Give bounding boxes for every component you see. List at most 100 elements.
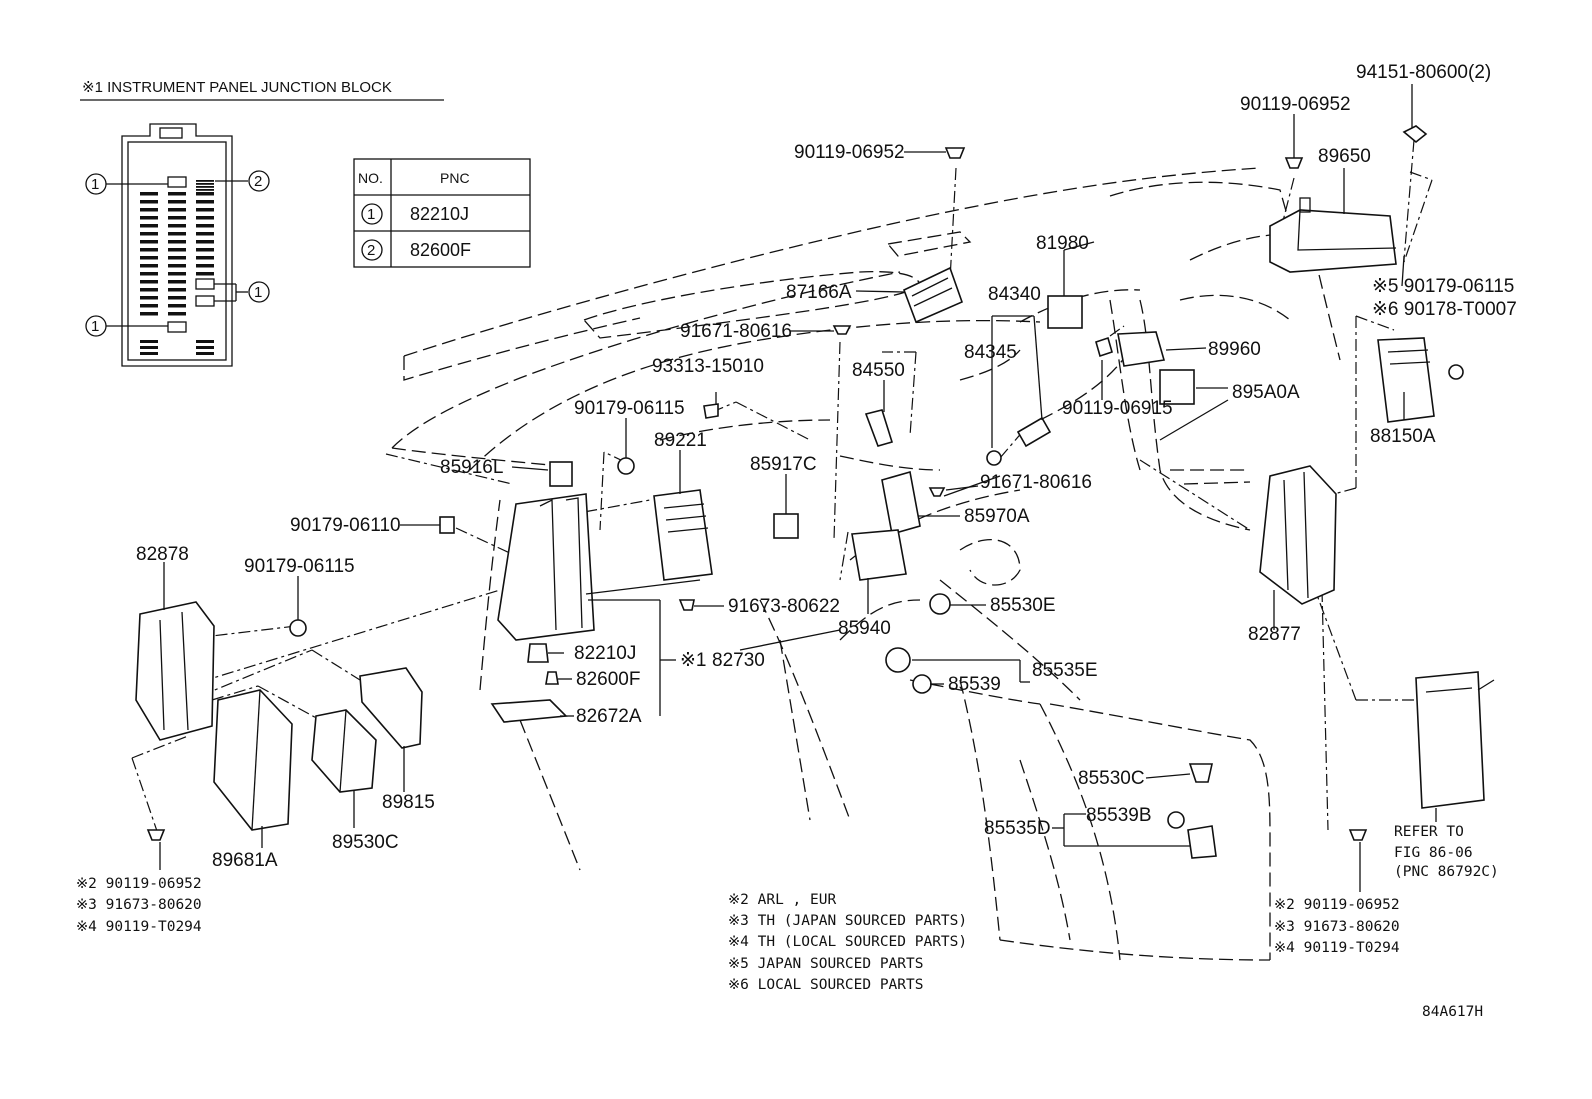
label-93313-15010: 93313-15010	[652, 356, 764, 377]
fuse-slot	[196, 208, 214, 212]
fuse-slot	[168, 264, 186, 268]
fuse-slot	[196, 183, 214, 185]
left-note-4: ※4 90119-T0294	[76, 919, 202, 935]
label-91673-80622: 91673-80622	[728, 596, 840, 617]
part-89815	[359, 667, 423, 749]
label-81980: 81980	[1036, 233, 1089, 254]
label-85535D: 85535D	[984, 818, 1051, 839]
label-89681A: 89681A	[212, 850, 278, 871]
center-note-3: ※3 TH (JAPAN SOURCED PARTS)	[728, 913, 967, 929]
left-note-2: ※2 90119-06952	[76, 876, 202, 892]
label-85539: 85539	[948, 674, 1001, 695]
fuse-slot	[140, 224, 158, 228]
leader-lines	[159, 84, 1437, 892]
fuse-slot	[140, 208, 158, 212]
table-row-1-no: 1	[367, 206, 375, 223]
callout-1-bottom: 1	[91, 318, 99, 335]
refer-line-1: REFER TO	[1394, 824, 1464, 840]
fuse-slot	[140, 216, 158, 220]
table-header-pnc: PNC	[440, 170, 470, 186]
label-ref-note1: ※1	[680, 650, 707, 671]
figure-code: 84A617H	[1422, 1004, 1483, 1020]
label-82600F: 82600F	[576, 669, 640, 690]
part-86792C-module	[1415, 671, 1485, 809]
refer-note: REFER TO FIG 86-06 (PNC 86792C)	[1394, 824, 1499, 880]
fuse-slot	[196, 272, 214, 276]
fuse-slot	[168, 216, 186, 220]
fuse-slot	[140, 288, 158, 292]
fuse-slot	[196, 232, 214, 236]
table-header-no: NO.	[358, 170, 383, 186]
table-row-1-pnc: 82210J	[410, 204, 469, 224]
label-84345: 84345	[964, 342, 1017, 363]
label-85916L: 85916L	[440, 457, 503, 478]
fuse-slot	[140, 352, 158, 355]
label-82877: 82877	[1248, 624, 1301, 645]
center-note-4: ※4 TH (LOCAL SOURCED PARTS)	[728, 934, 967, 950]
label-85970A: 85970A	[964, 506, 1030, 527]
fuse-slot	[140, 248, 158, 252]
center-note-5: ※5 JAPAN SOURCED PARTS	[728, 956, 923, 972]
fuse-slot	[196, 216, 214, 220]
fuse-slot	[196, 346, 214, 349]
fuse-slot	[196, 340, 214, 343]
fuse-slot	[168, 312, 186, 316]
fuse-slot	[168, 304, 186, 308]
fuse-slot	[168, 192, 186, 196]
label-90178-T0007: ※6 90178-T0007	[1372, 299, 1517, 320]
label-85940: 85940	[838, 618, 891, 639]
fuse-slot	[168, 208, 186, 212]
left-notes: ※2 90119-06952 ※3 91673-80620 ※4 90119-T…	[76, 876, 202, 935]
part-88150A	[1377, 337, 1435, 423]
fuse-slot	[140, 312, 158, 316]
left-note-3: ※3 91673-80620	[76, 897, 202, 913]
part-895A0A	[1159, 369, 1195, 405]
label-84550: 84550	[852, 360, 905, 381]
part-84550	[864, 409, 894, 447]
part-number-labels: 94151-80600(2) 90119-06952 90119-06952 8…	[136, 62, 1517, 871]
label-82210J: 82210J	[574, 643, 636, 664]
label-85917C: 85917C	[750, 454, 817, 475]
label-89650: 89650	[1318, 146, 1371, 167]
table-row-2-pnc: 82600F	[410, 240, 471, 260]
fuse-slot	[168, 296, 186, 300]
label-90179-06110: 90179-06110	[290, 515, 401, 536]
part-89221	[653, 489, 713, 581]
fuse-slot	[140, 240, 158, 244]
fuse-slot	[196, 192, 214, 196]
part-82877	[1259, 465, 1337, 605]
label-82730: 82730	[712, 650, 765, 671]
fuse-slot	[140, 340, 158, 343]
right-note-2: ※2 90119-06952	[1274, 897, 1400, 913]
label-85539B: 85539B	[1086, 805, 1152, 826]
fuse-slot	[168, 248, 186, 252]
fuse-slot	[140, 304, 158, 308]
label-91671-80616-b: 91671-80616	[980, 472, 1092, 493]
fuse-slot	[140, 264, 158, 268]
label-89221: 89221	[654, 430, 707, 451]
label-85535E: 85535E	[1032, 660, 1098, 681]
fuse-slot	[140, 200, 158, 204]
dashboard-outline	[391, 167, 1341, 961]
fuse-slot	[168, 288, 186, 292]
right-note-3: ※3 91673-80620	[1274, 919, 1400, 935]
part-82878	[135, 601, 215, 741]
part-89960	[1117, 331, 1166, 367]
label-88150A: 88150A	[1370, 426, 1436, 447]
part-82730	[497, 493, 595, 641]
refer-line-2: FIG 86-06	[1394, 845, 1473, 861]
junction-block-title: ※1 INSTRUMENT PANEL JUNCTION BLOCK	[82, 79, 392, 96]
label-90119-06952-top: 90119-06952	[1240, 94, 1351, 115]
fuse-slot	[196, 240, 214, 244]
part-82672A	[490, 699, 568, 723]
center-note-6: ※6 LOCAL SOURCED PARTS	[728, 977, 923, 993]
center-notes: ※2 ARL , EUR ※3 TH (JAPAN SOURCED PARTS)…	[728, 892, 967, 993]
right-note-4: ※4 90119-T0294	[1274, 940, 1400, 956]
label-94151-80600: 94151-80600(2)	[1356, 62, 1491, 83]
fuse-slot	[168, 280, 186, 284]
fuse-slot	[140, 346, 158, 349]
fuse-slot	[140, 192, 158, 196]
label-90119-06952-mid: 90119-06952	[794, 142, 905, 163]
